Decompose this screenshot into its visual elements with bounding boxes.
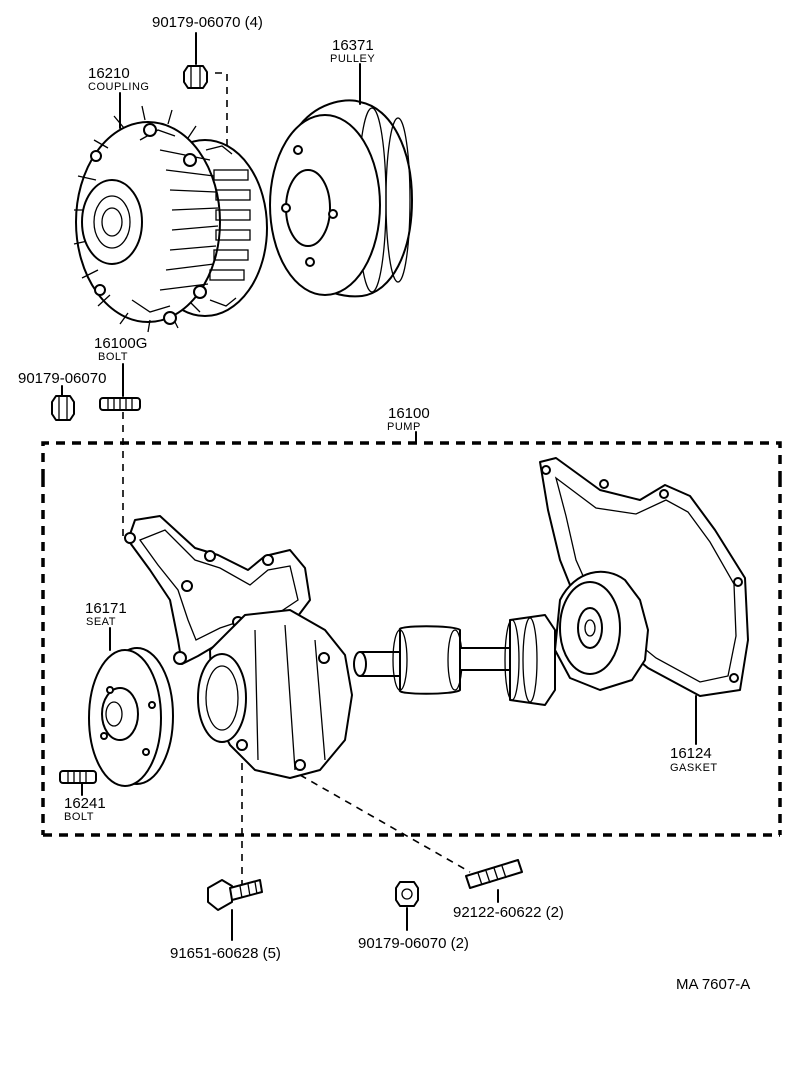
pump-shaft-bearing-part [353, 614, 556, 706]
assembly-dashed-lines [122, 72, 471, 890]
part-labels: 90179-06070 (4) 16210 COUPLING 16371 PUL… [18, 14, 750, 993]
drawing-code: MA 7607-A [676, 976, 750, 993]
gasket-number: 16124 [670, 745, 712, 762]
stud-name: BOLT [98, 351, 128, 363]
seat-number: 16171 [85, 600, 127, 617]
stud-16100g-part [99, 363, 141, 411]
nut-top-part [183, 32, 208, 89]
pulley-number: 16371 [332, 37, 374, 54]
nut-left-part [51, 385, 75, 421]
pump-rear-housing-part [554, 570, 649, 691]
coupling-name: COUPLING [88, 81, 149, 93]
nut-left-label: 90179-06070 [18, 370, 106, 387]
gasket-name: GASKET [670, 762, 718, 774]
stud-bottom-part [465, 859, 523, 903]
pump-name: PUMP [387, 421, 421, 433]
pump-body-part [124, 515, 353, 779]
bolt-16241-part [59, 770, 97, 796]
bolt-number: 16241 [64, 795, 106, 812]
seat-name: SEAT [86, 616, 116, 628]
nut-top-label: 90179-06070 (4) [152, 14, 263, 31]
pump-assembly-bracket [41, 431, 782, 837]
pulley-name: PULLEY [330, 53, 375, 65]
nut-bottom-label: 90179-06070 (2) [358, 935, 469, 952]
bolt-bottom-label: 91651-60628 (5) [170, 945, 281, 962]
seat-part [88, 627, 174, 787]
coupling-number: 16210 [88, 65, 130, 82]
pulley-part [269, 63, 413, 298]
stud-bottom-label: 92122-60622 (2) [453, 904, 564, 921]
stud-number: 16100G [94, 335, 147, 352]
nut-bottom-part [395, 881, 419, 931]
bolt-bottom-part [207, 879, 263, 941]
fan-coupling-part [73, 92, 268, 333]
pump-number: 16100 [388, 405, 430, 422]
bolt-name: BOLT [64, 811, 94, 823]
coupling-fins [131, 129, 251, 313]
